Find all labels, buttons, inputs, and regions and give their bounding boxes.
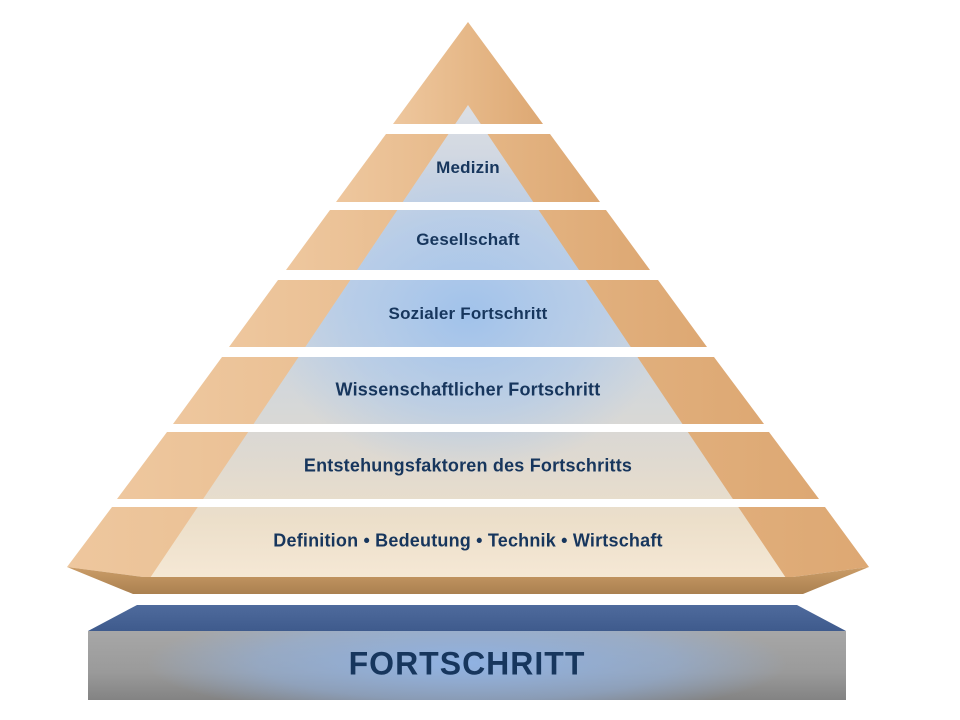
level-label-sozialer-fortschritt: Sozialer Fortschritt (388, 304, 548, 323)
level-label-wissenschaftlicher-fortschritt: Wissenschaftlicher Fortschritt (335, 379, 601, 400)
pyramid-apex-shape (393, 22, 543, 124)
level-label-entstehungsfaktoren: Entstehungsfaktoren des Fortschritts (303, 455, 633, 476)
base-title: FORTSCHRITT (348, 645, 586, 682)
pyramid-bottom-bevel (67, 567, 869, 594)
level-label-gesellschaft: Gesellschaft (416, 230, 520, 249)
base-slab-top-face (88, 605, 846, 631)
level-label-definition-row: Definition • Bedeutung • Technik • Wirts… (273, 530, 663, 551)
level-label-medizin: Medizin (436, 158, 500, 177)
base-slab-front-glow (147, 631, 787, 700)
